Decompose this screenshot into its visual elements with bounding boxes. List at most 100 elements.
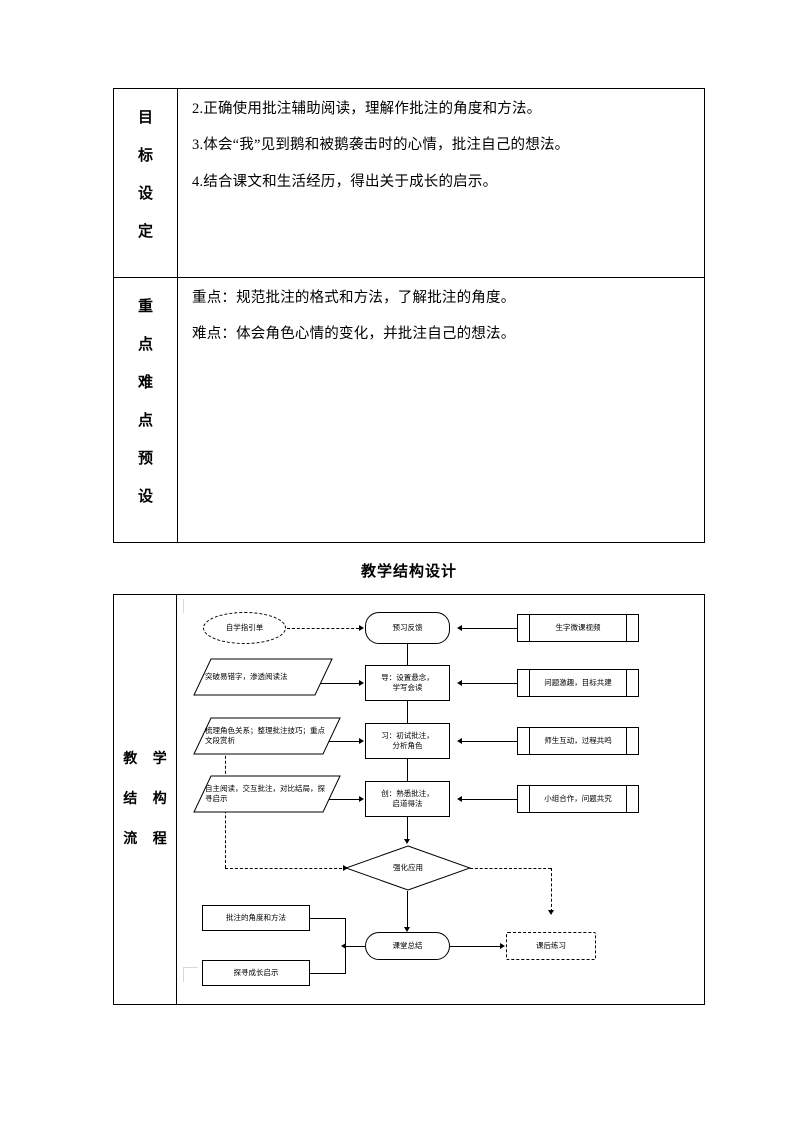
node-label: 导：设置悬念， 学写会读 <box>381 672 434 692</box>
node-preview-feedback: 预习反馈 <box>365 612 450 644</box>
connector-dashed <box>287 628 359 629</box>
connector-line <box>320 741 359 742</box>
node-left-guide-2: 梳理角色关系；整理批注技巧；重点文段赏析 <box>193 717 341 755</box>
row-body-keypoints: 重点：规范批注的格式和方法，了解批注的角度。 难点：体会角色心情的变化，并批注自… <box>177 277 705 543</box>
node-label: 突破易错字，渗透阅读法 <box>205 671 288 681</box>
node-label: 师生互动，过程共鸣 <box>544 735 612 745</box>
label-char: 重 <box>137 299 153 315</box>
label-char: 结 构 <box>123 791 173 807</box>
node-homework: 课后练习 <box>506 932 596 960</box>
parallelogram-shape <box>193 658 333 696</box>
node-label: 梳理角色关系；整理批注技巧；重点文段赏析 <box>205 725 325 745</box>
node-left-guide-3: 自主阅读，交互批注，对比结局，探寻启示 <box>193 775 341 813</box>
label-char: 难 <box>137 375 153 391</box>
connector-line <box>407 891 408 929</box>
node-stage-xi: 习：初试批注， 分析角色 <box>365 723 450 759</box>
teaching-flow-table: 教 学 结 构 流 程 自学指引单 预习反馈 生字微课视频 <box>113 594 705 1005</box>
table-row: 重 点 难 点 预 设 重点：规范批注的格式和方法，了解批注的角度。 难点：体会… <box>113 277 705 543</box>
label-char: 设 <box>137 186 153 202</box>
label-char: 教 学 <box>123 751 173 767</box>
connector-line <box>312 683 359 684</box>
objective-item: 2.正确使用批注辅助阅读，理解作批注的角度和方法。 <box>192 101 542 117</box>
connector-line <box>462 628 517 629</box>
arrow-icon <box>457 679 462 686</box>
keypoint-item: 重点：规范批注的格式和方法，了解批注的角度。 <box>192 290 516 306</box>
node-label: 课堂总结 <box>392 940 423 950</box>
node-label: 问题激趣，目标共建 <box>544 677 612 687</box>
node-label: 探寻成长启示 <box>233 967 279 977</box>
arrow-icon <box>341 942 346 949</box>
node-self-study-guide: 自学指引单 <box>203 612 286 644</box>
flow-row-label: 教 学 结 构 流 程 <box>114 595 177 1004</box>
connector-line <box>407 644 408 671</box>
node-label: 习：初试批注， 分析角色 <box>381 730 434 750</box>
diamond-shape <box>345 845 471 891</box>
label-char: 设 <box>137 489 153 505</box>
keypoint-item: 难点：体会角色心情的变化，并批注自己的想法。 <box>192 326 516 343</box>
node-stage-dao: 导：设置悬念， 学写会读 <box>365 665 450 701</box>
objective-item: 4.结合课文和生活经历，得出关于成长的启示。 <box>192 173 498 190</box>
node-label: 预习反馈 <box>392 622 423 632</box>
row-body-objective: 2.正确使用批注辅助阅读，理解作批注的角度和方法。 3.体会“我”见到鹅和被鹅袭… <box>177 88 705 278</box>
node-label: 批注的角度和方法 <box>226 912 286 922</box>
node-teacher-student: 师生互动，过程共鸣 <box>517 727 639 755</box>
parallelogram-shape <box>193 717 341 755</box>
table-row: 目 标 设 定 2.正确使用批注辅助阅读，理解作批注的角度和方法。 3.体会“我… <box>113 88 705 278</box>
flowchart-canvas: 自学指引单 预习反馈 生字微课视频 突破易错字，渗透阅读法 <box>177 595 706 1004</box>
arrow-icon <box>359 624 364 631</box>
node-new-char-video: 生字微课视频 <box>517 614 639 642</box>
label-char: 点 <box>137 413 153 429</box>
section-title: 教学结构设计 <box>360 564 457 580</box>
connector-line <box>345 946 365 947</box>
node-label: 小组合作，问题共究 <box>544 793 612 803</box>
connector-line <box>407 759 408 787</box>
row-label-keypoints: 重 点 难 点 预 设 <box>113 277 178 543</box>
arrow-icon <box>547 910 554 915</box>
row-label-objective: 目 标 设 定 <box>113 88 178 278</box>
node-stage-chuang: 创：熟悉批注， 启道得法 <box>365 781 450 817</box>
node-angle-method: 批注的角度和方法 <box>202 905 310 931</box>
arrow-icon <box>359 795 364 802</box>
arrow-icon <box>500 942 505 949</box>
connector-dashed <box>551 868 552 912</box>
objective-item: 3.体会“我”见到鹅和被鹅袭击时的心情，批注自己的想法。 <box>192 137 570 154</box>
label-char: 预 <box>137 451 153 467</box>
arrow-icon <box>343 864 348 871</box>
node-label: 强化应用 <box>393 862 423 872</box>
label-char: 定 <box>137 224 153 240</box>
connector-line <box>407 701 408 729</box>
connector-line <box>310 918 346 919</box>
node-growth-insight: 探寻成长启示 <box>202 960 310 986</box>
connector-dashed <box>225 868 347 869</box>
objectives-table: 目 标 设 定 2.正确使用批注辅助阅读，理解作批注的角度和方法。 3.体会“我… <box>113 88 705 543</box>
arrow-icon <box>403 927 410 932</box>
connector-line <box>450 946 500 947</box>
node-group-work: 小组合作，问题共究 <box>517 785 639 813</box>
connector-line <box>320 799 359 800</box>
connector-dashed <box>470 868 551 869</box>
node-label: 生字微课视频 <box>555 622 601 632</box>
label-char: 标 <box>137 148 153 164</box>
node-label: 自学指引单 <box>225 622 264 632</box>
connector-line <box>462 741 517 742</box>
label-char: 点 <box>137 337 153 353</box>
connector-line <box>407 817 408 841</box>
parallelogram-shape <box>193 775 341 813</box>
node-question-interest: 问题激趣，目标共建 <box>517 669 639 697</box>
node-reinforce-application: 强化应用 <box>345 845 471 891</box>
arrow-icon <box>457 795 462 802</box>
node-label: 课后练习 <box>536 940 566 950</box>
connector-line <box>462 799 517 800</box>
node-label: 自主阅读，交互批注，对比结局，探寻启示 <box>205 783 325 803</box>
label-char: 流 程 <box>123 831 173 847</box>
guide-mark <box>183 967 198 982</box>
node-class-summary: 课堂总结 <box>365 932 450 960</box>
node-left-guide-1: 突破易错字，渗透阅读法 <box>193 658 333 696</box>
guide-mark <box>183 599 184 613</box>
connector-line <box>462 683 517 684</box>
label-char: 目 <box>137 110 153 126</box>
connector-line <box>310 973 346 974</box>
arrow-icon <box>359 737 364 744</box>
arrow-icon <box>457 737 462 744</box>
